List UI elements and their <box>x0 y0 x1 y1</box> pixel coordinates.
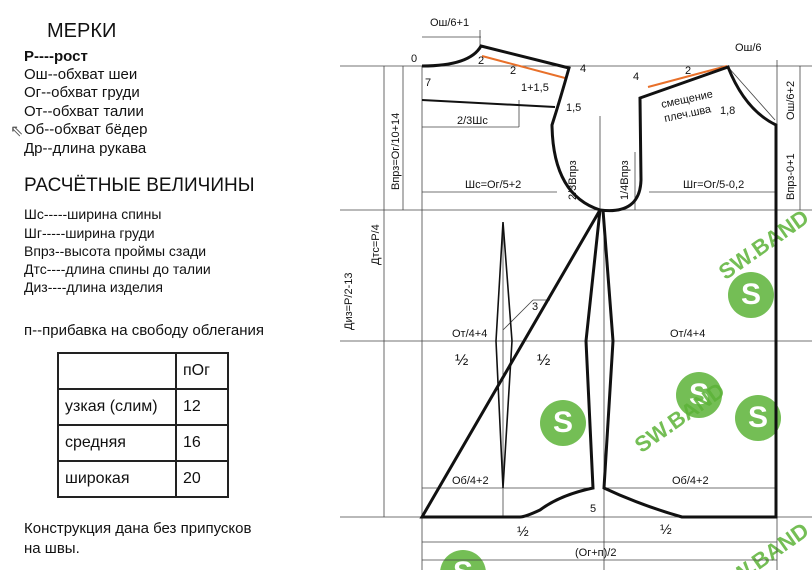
measure-item: Об--обхват бёдер <box>24 121 148 138</box>
measure-item: Ош--обхват шеи <box>24 66 138 83</box>
svg-text:1+1,5: 1+1,5 <box>521 82 549 94</box>
labels: Ош/6+1 0 7 2 2 4 1+1,5 1,5 2/3Шс Шс=Ог/5… <box>343 17 797 559</box>
svg-text:4: 4 <box>633 71 639 83</box>
measures-title: МЕРКИ <box>47 20 117 42</box>
svg-text:2: 2 <box>685 65 691 77</box>
svg-text:2/3Впрз: 2/3Впрз <box>567 160 579 200</box>
calc-item: Впрз--высота проймы сзади <box>24 243 207 259</box>
pattern-outline <box>419 44 778 519</box>
svg-text:½: ½ <box>537 352 550 369</box>
svg-text:½: ½ <box>660 521 672 537</box>
calc-item: Диз----длина изделия <box>24 279 163 295</box>
measure-item: Ог--обхват груди <box>24 84 140 101</box>
svg-text:1,5: 1,5 <box>566 102 581 114</box>
svg-text:2: 2 <box>478 55 484 67</box>
svg-text:Дтс=Р/4: Дтс=Р/4 <box>370 224 382 265</box>
svg-text:Об/4+2: Об/4+2 <box>452 475 489 487</box>
calc-item: Шс-----ширина спины <box>24 206 162 222</box>
calc-item: Дтс----длина спины до талии <box>24 261 211 277</box>
mouse-cursor-icon: ⇖ <box>10 123 24 140</box>
svg-text:½: ½ <box>455 352 468 369</box>
svg-text:5: 5 <box>590 503 596 515</box>
table-header: пОг <box>57 352 229 390</box>
measure-item: Р----рост <box>24 48 88 65</box>
svg-text:Шг=Ог/5-0,2: Шг=Ог/5-0,2 <box>683 179 744 191</box>
svg-text:3: 3 <box>532 301 538 313</box>
svg-text:0: 0 <box>411 53 417 65</box>
svg-text:7: 7 <box>425 77 431 89</box>
measure-item: От--обхват талии <box>24 103 144 120</box>
back-dart <box>495 221 513 489</box>
shoulder-offset-lines <box>481 55 728 88</box>
svg-text:Ош/6: Ош/6 <box>735 42 762 54</box>
note-line: на швы. <box>24 540 80 557</box>
svg-text:От/4+4: От/4+4 <box>452 328 487 340</box>
calc-title: РАСЧЁТНЫЕ ВЕЛИЧИНЫ <box>24 175 255 196</box>
svg-text:2: 2 <box>510 65 516 77</box>
svg-text:1/4Впрз: 1/4Впрз <box>619 160 631 200</box>
allowance-title: п--прибавка на свободу облегания <box>24 322 264 339</box>
svg-text:4: 4 <box>580 63 586 75</box>
svg-text:2/3Шс: 2/3Шс <box>457 115 488 127</box>
svg-text:Ош/6+2: Ош/6+2 <box>785 81 797 120</box>
svg-text:Об/4+2: Об/4+2 <box>672 475 709 487</box>
svg-text:Ош/6+1: Ош/6+1 <box>430 17 469 29</box>
measure-item: Др--длина рукава <box>24 140 147 157</box>
calc-item: Шг-----ширина груди <box>24 225 155 241</box>
svg-text:(Ог+п)/2: (Ог+п)/2 <box>575 547 616 559</box>
svg-text:От/4+4: От/4+4 <box>670 328 705 340</box>
svg-text:Впрз-0+1: Впрз-0+1 <box>785 153 797 200</box>
svg-text:Впрз=Ог/10+14: Впрз=Ог/10+14 <box>390 113 402 190</box>
note-line: Конструкция дана без припусков <box>24 520 252 537</box>
svg-text:½: ½ <box>517 523 529 539</box>
svg-text:1,8: 1,8 <box>720 105 735 117</box>
table-row: узкая (слим)12 <box>57 388 229 426</box>
svg-text:Шс=Ог/5+2: Шс=Ог/5+2 <box>465 179 521 191</box>
svg-text:Диз=Р/2-13: Диз=Р/2-13 <box>343 273 355 330</box>
